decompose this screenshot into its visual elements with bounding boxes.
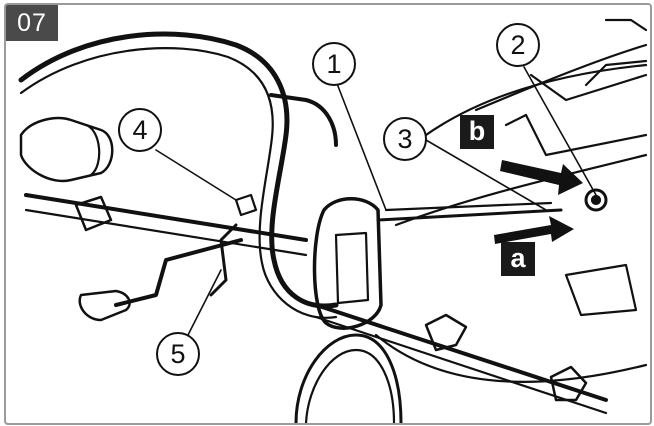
handle-bar: [18, 31, 339, 309]
callout-5: 5: [156, 332, 200, 376]
crank-connector: [209, 223, 238, 297]
mower-side-panel: [524, 113, 648, 157]
mower-hood-line: [474, 43, 648, 112]
leader-line-4: [155, 149, 237, 201]
cable-rod: [376, 208, 563, 222]
cable-rod-upper: [384, 201, 553, 212]
adjust-knob-ring: [84, 123, 101, 177]
mower-lower-curve: [374, 333, 648, 383]
mower-step-edge: [504, 113, 528, 127]
crank-arm: [114, 238, 243, 307]
mower-body-outline: [424, 63, 648, 137]
letter-tag-b: b: [460, 115, 494, 149]
star-knob-rear: [549, 365, 588, 402]
callout-3: 3: [383, 117, 427, 161]
handle-bar-arm: [269, 93, 338, 147]
star-knob-front: [424, 313, 468, 352]
mower-grille-top: [529, 73, 648, 102]
axle-rod-lower: [314, 315, 608, 415]
crank-knob: [78, 289, 131, 322]
lawnmower-handle-illustration: [18, 18, 648, 423]
step-number-badge: 07: [6, 5, 58, 41]
callout-4: 4: [118, 108, 162, 152]
axle-rod: [314, 303, 608, 402]
knob-screw: [234, 193, 258, 217]
rear-wheel-tread: [304, 348, 396, 423]
adjust-knob: [19, 116, 114, 183]
arrow-a: [494, 216, 574, 244]
leader-line-3: [425, 139, 547, 211]
leader-line-2: [523, 66, 597, 196]
letter-tag-a: a: [501, 242, 535, 276]
callout-1: 1: [312, 42, 356, 86]
leader-line-1: [335, 80, 387, 211]
handle-bar-inner: [19, 47, 338, 319]
arrow-b: [500, 160, 583, 195]
mower-body-outline-lower: [394, 153, 648, 227]
callout-2: 2: [496, 23, 540, 67]
frame-rod: [24, 193, 308, 242]
frame-rod-lower: [24, 208, 308, 257]
height-housing: [312, 197, 383, 330]
cable-bolt: [584, 188, 608, 212]
mower-front-edge: [604, 18, 648, 32]
illustration-frame: 07 1 2 3 4 5 a b: [4, 3, 652, 425]
mower-panel-recess: [564, 263, 638, 317]
mower-grille-slot: [584, 59, 648, 87]
frame-nut: [74, 195, 113, 232]
leader-line-5: [187, 269, 222, 336]
rear-wheel: [294, 333, 403, 423]
height-housing-plate: [334, 231, 370, 305]
cable-bolt-center: [590, 194, 602, 206]
